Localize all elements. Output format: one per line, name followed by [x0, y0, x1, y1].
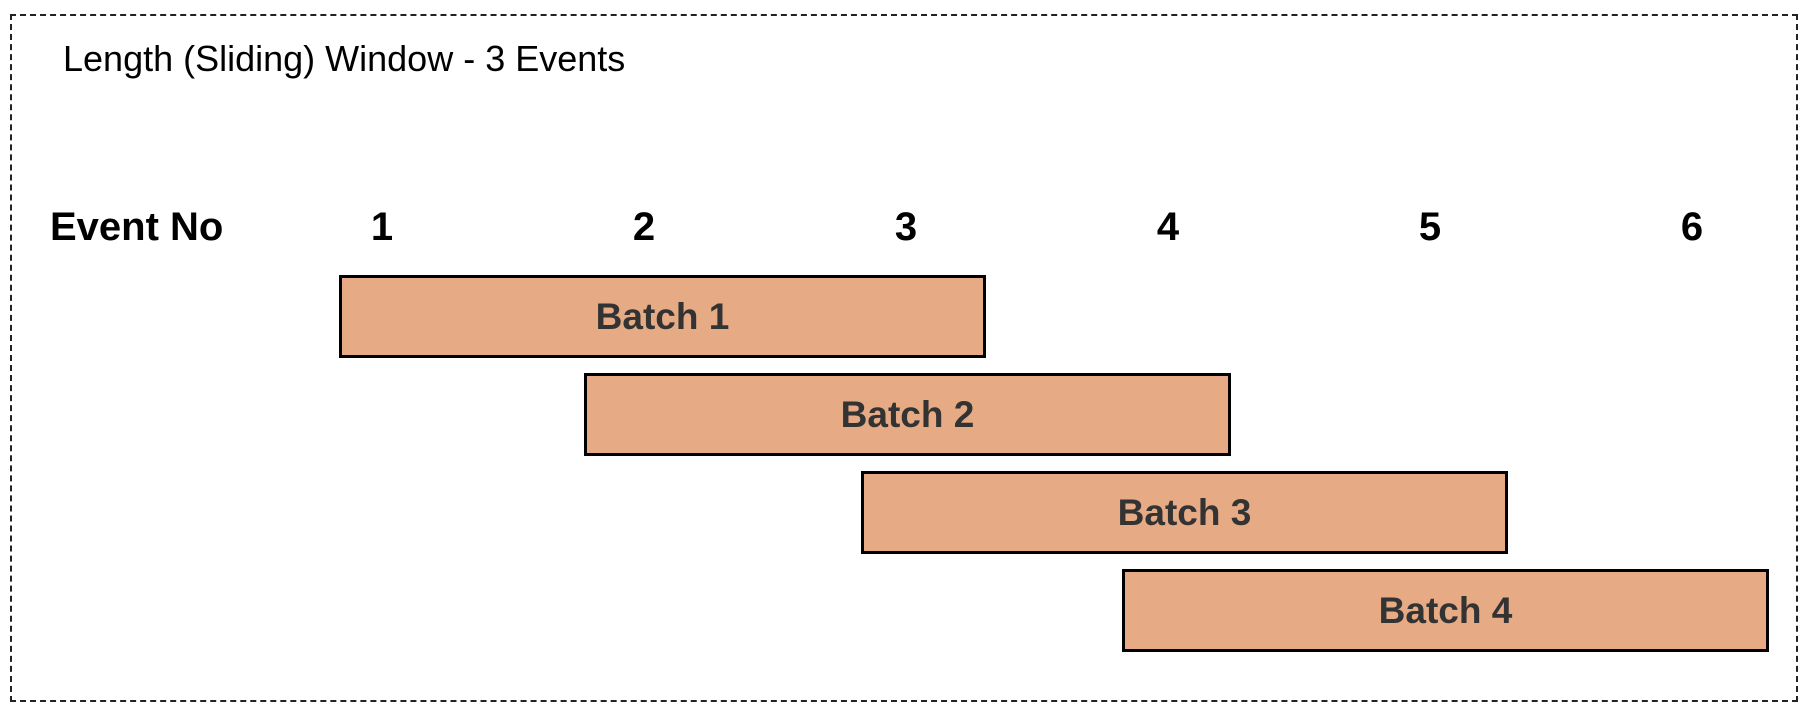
- event-axis-label: Event No: [50, 205, 224, 249]
- event-number-4: 4: [1156, 205, 1180, 249]
- batch-label-4: Batch 4: [1378, 589, 1513, 631]
- batch-label-1: Batch 1: [595, 295, 730, 337]
- batch-label-2: Batch 2: [840, 393, 975, 435]
- diagram-title: Length (Sliding) Window - 3 Events: [63, 38, 626, 79]
- diagram-frame: [10, 14, 1798, 702]
- event-number-5: 5: [1418, 205, 1442, 249]
- batch-label-3: Batch 3: [1117, 491, 1252, 533]
- batch-box-4: Batch 4: [1122, 569, 1769, 652]
- batch-box-1: Batch 1: [339, 275, 986, 358]
- event-number-3: 3: [894, 205, 918, 249]
- batch-box-2: Batch 2: [584, 373, 1231, 456]
- event-number-2: 2: [632, 205, 656, 249]
- event-number-6: 6: [1680, 205, 1704, 249]
- event-number-1: 1: [370, 205, 394, 249]
- batch-box-3: Batch 3: [861, 471, 1508, 554]
